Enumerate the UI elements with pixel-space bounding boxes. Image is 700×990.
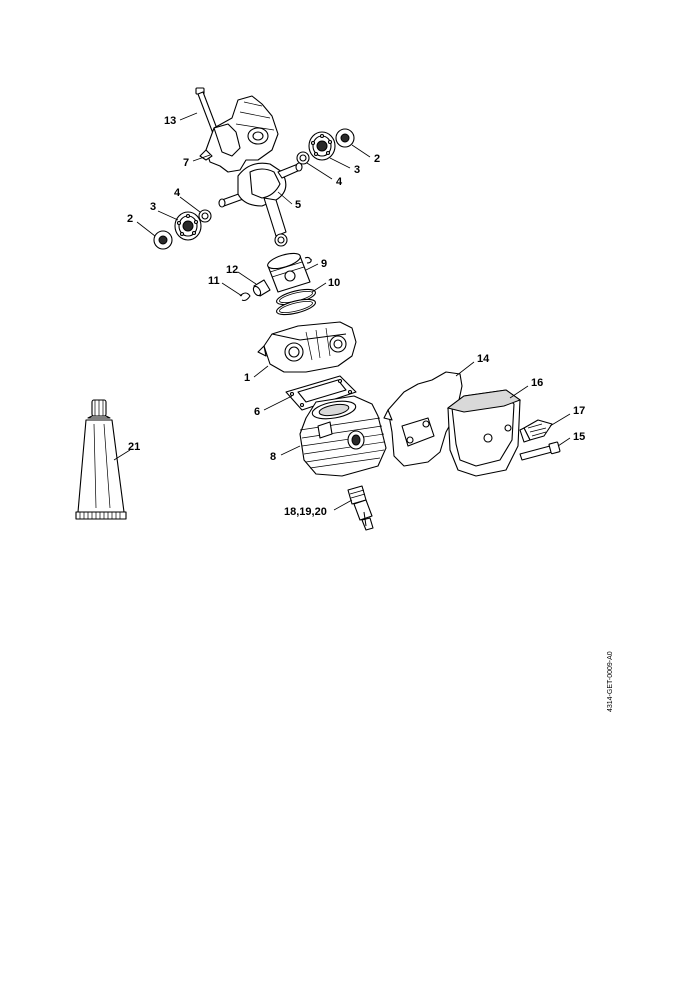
callout-9: 9 [321,258,327,270]
part-3-bearing-right[interactable] [308,131,336,161]
part-8-cylinder[interactable] [299,395,387,477]
part-12-piston-pin[interactable] [252,279,271,297]
part-21-grease-tube[interactable] [75,399,127,520]
part-6-gasket[interactable] [285,375,357,411]
callout-4: 4 [174,187,181,199]
part-1-crankcase[interactable] [257,321,357,373]
callout-12: 12 [226,264,238,276]
callout-3: 3 [354,164,360,176]
part-18-19-20-spark-plug[interactable] [347,485,374,531]
part-4-washer-right[interactable] [296,151,310,165]
callout-15: 15 [573,431,585,443]
part-16-muffler[interactable] [446,389,522,477]
part-2-seal-left[interactable] [153,230,173,250]
part-2-seal-right[interactable] [335,128,355,148]
callout-5: 5 [295,199,301,211]
part-14-heat-shield[interactable] [383,371,463,467]
callout-6: 6 [254,406,260,418]
leader-lines [113,112,571,511]
callout-8: 8 [270,451,276,463]
part-4-washer-left[interactable] [198,209,212,223]
part-9-piston[interactable] [266,250,312,293]
callout-17: 17 [573,405,585,417]
callout-16: 16 [531,377,543,389]
callout-21: 21 [128,441,140,453]
part-7-crankcase-half[interactable] [199,95,279,173]
callout-7: 7 [183,157,189,169]
callout-2: 2 [374,153,380,165]
part-10-piston-rings[interactable] [275,286,317,317]
part-15-screw[interactable] [519,441,561,461]
callout-labels: 13 7 2 3 4 5 4 3 2 12 9 11 10 14 16 1 6 … [127,115,585,518]
callout-4: 4 [336,176,343,188]
callout-14: 14 [477,353,490,365]
part-17-spark-arrestor[interactable] [519,419,553,443]
callout-2: 2 [127,213,133,225]
callout-10: 10 [328,277,340,289]
callout-13: 13 [164,115,176,127]
part-5-crankshaft[interactable] [218,162,303,247]
callout-1: 1 [244,372,250,384]
callout-3: 3 [150,201,156,213]
drawing-code: 4314-GET-0009-A0 [607,651,614,712]
callout-18-19-20: 18,19,20 [284,506,327,518]
part-11-circlip[interactable] [239,292,251,302]
callout-11: 11 [208,275,220,287]
part-3-bearing-left[interactable] [174,211,202,241]
